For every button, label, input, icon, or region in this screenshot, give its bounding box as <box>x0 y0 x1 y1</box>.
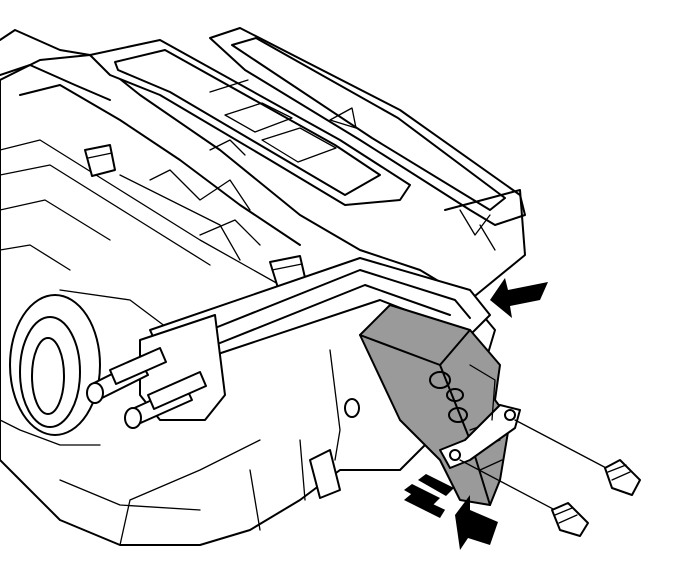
heater-core-pipes <box>86 257 491 429</box>
filter-frame-left <box>89 39 411 206</box>
heater-core-assembly <box>359 304 521 506</box>
filter-frame-right <box>209 27 526 301</box>
upper-screw <box>514 419 641 496</box>
insertion-arrow <box>490 278 548 318</box>
housing-details <box>309 349 496 499</box>
lower-screw <box>459 459 589 537</box>
blower-port <box>9 289 171 436</box>
removal-arrow <box>404 474 498 550</box>
